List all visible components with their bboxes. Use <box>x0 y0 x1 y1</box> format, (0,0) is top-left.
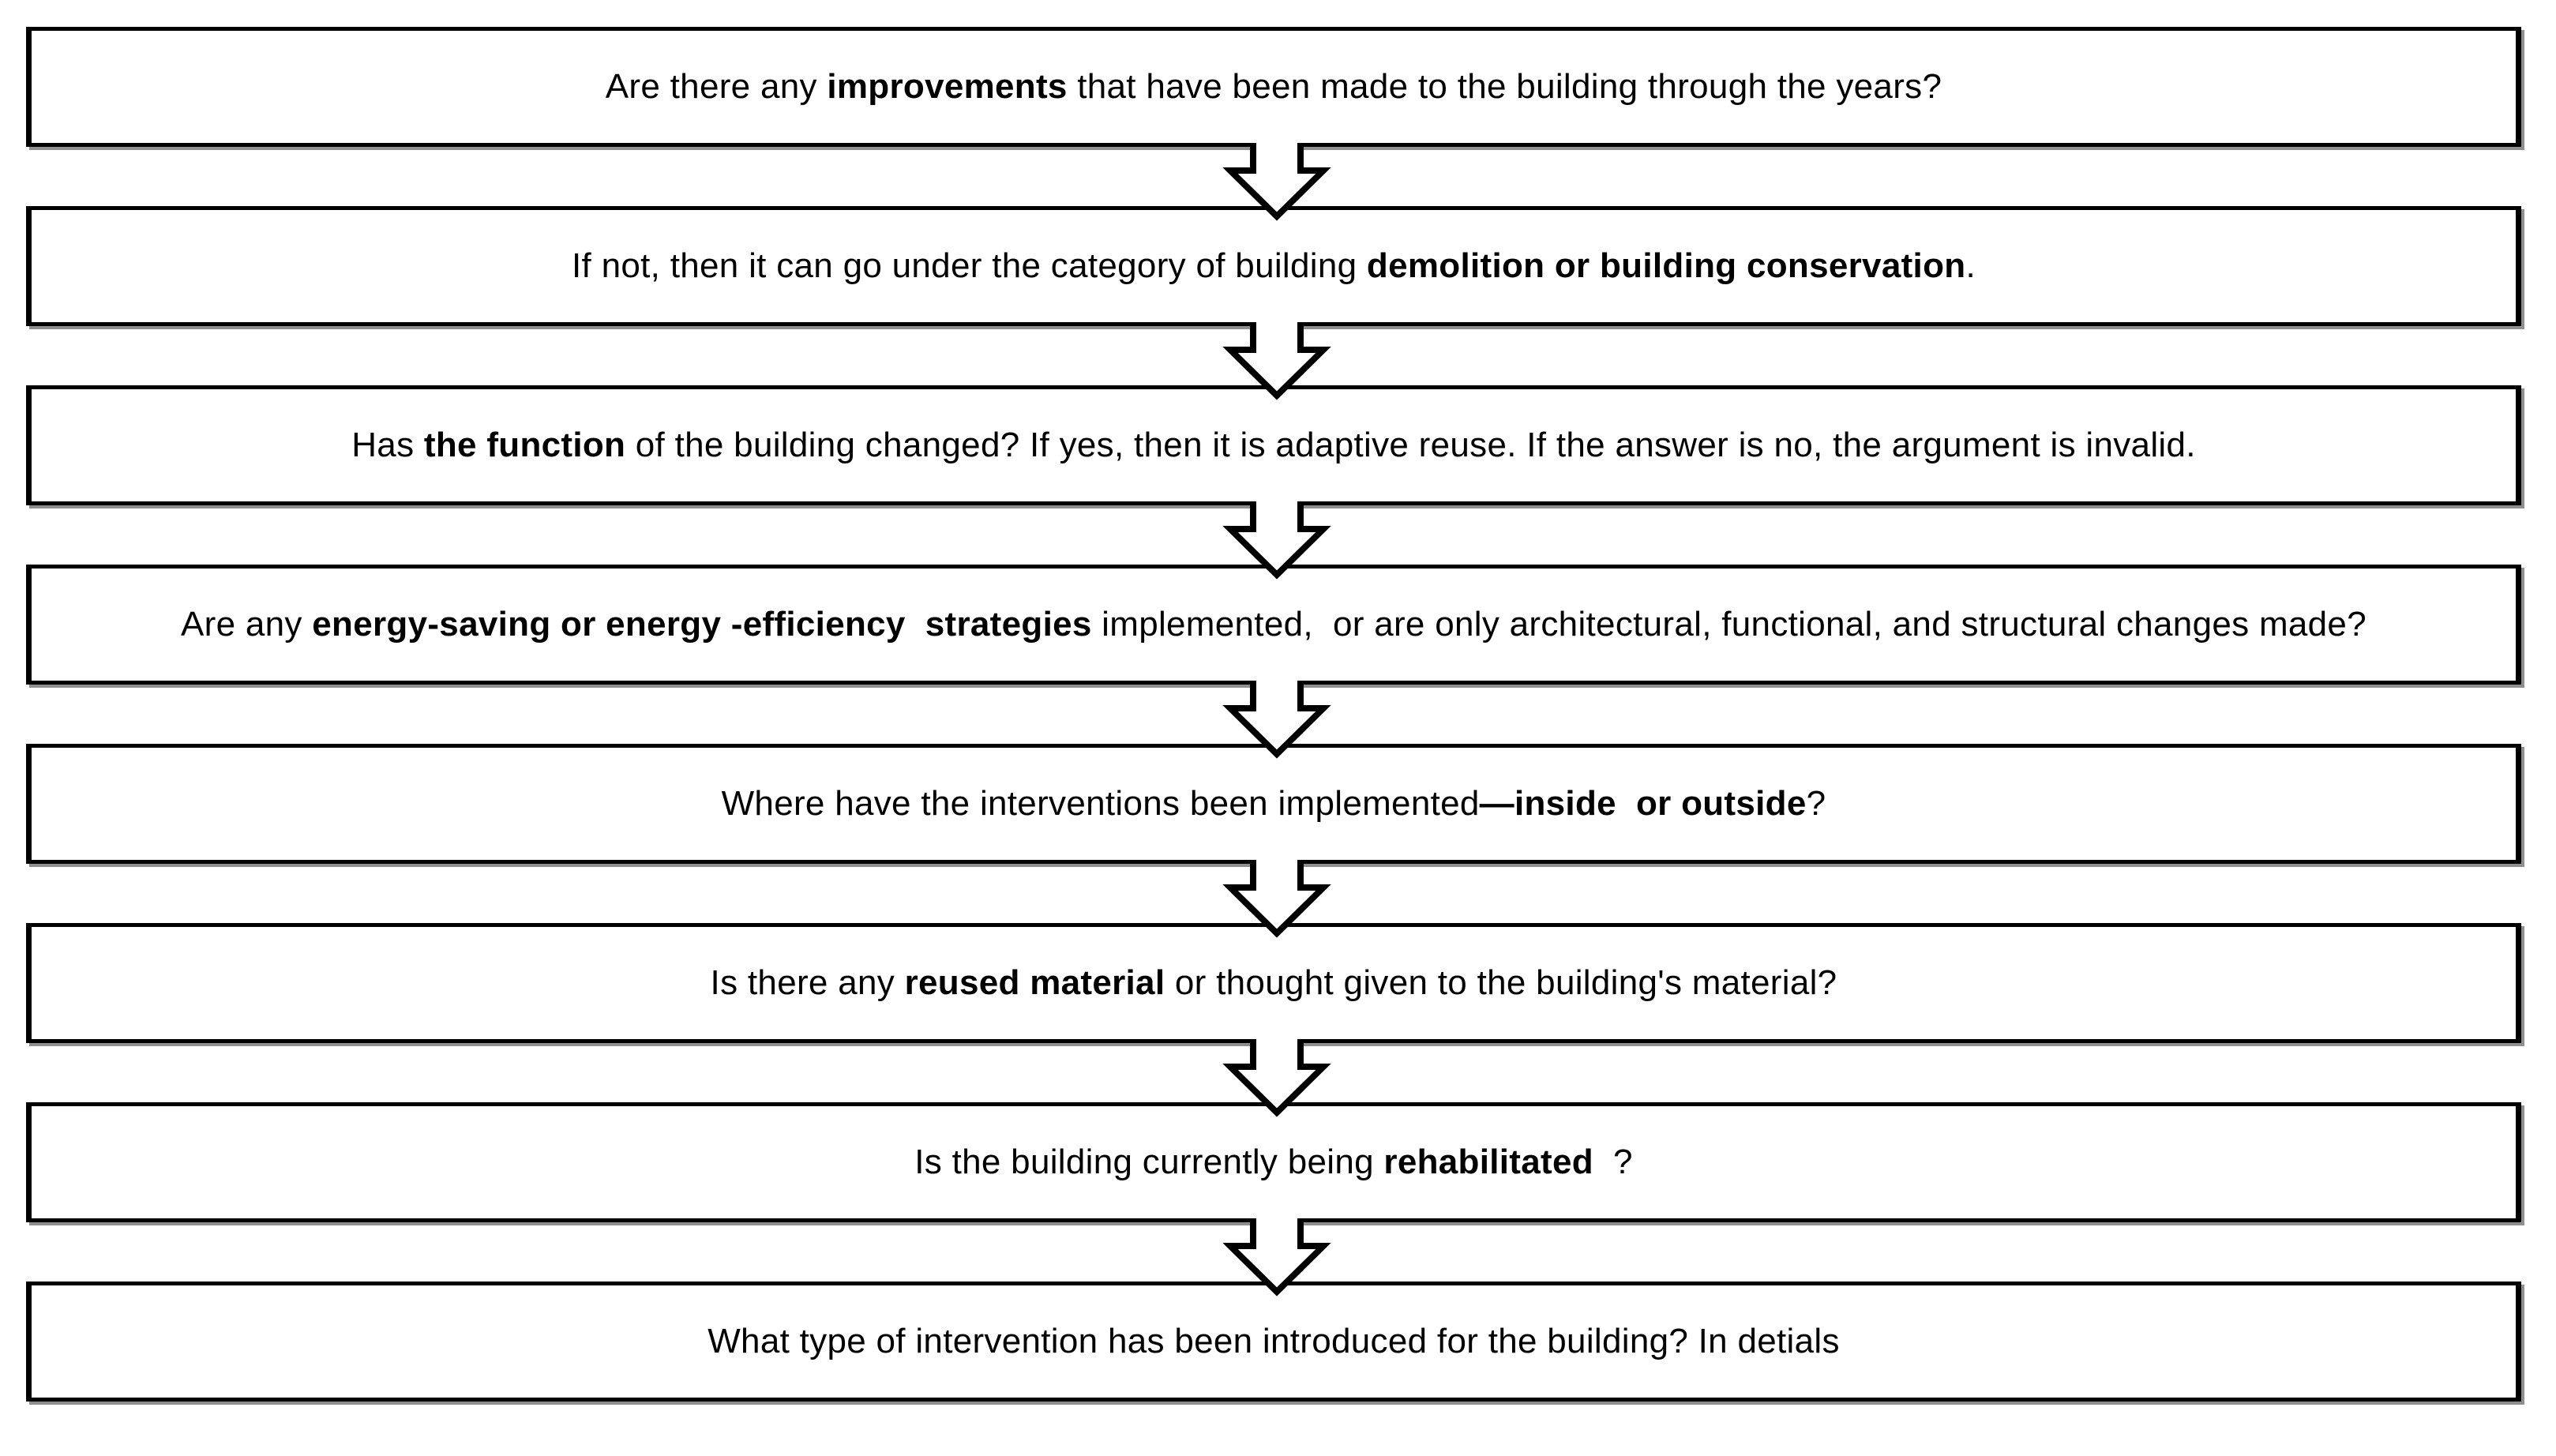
text-segment: Has <box>351 425 424 464</box>
emphasis-text: energy-saving or energy -efficiency stra… <box>312 604 1092 644</box>
text-segment: What type of intervention has been intro… <box>707 1321 1840 1360</box>
text-segment: implemented, or are only architectural, … <box>1091 604 2366 644</box>
flow-box-3-text: Has the function of the building changed… <box>332 426 2215 466</box>
text-segment: Is there any <box>710 963 905 1002</box>
text-segment: of the building changed? If yes, then it… <box>625 425 2196 464</box>
flow-box-2-text: If not, then it can go under the categor… <box>553 246 1995 287</box>
text-segment: ? <box>1593 1142 1633 1181</box>
text-segment: If not, then it can go under the categor… <box>572 246 1367 285</box>
flow-box-3: Has the function of the building changed… <box>26 385 2521 505</box>
flow-box-8: What type of intervention has been intro… <box>26 1282 2521 1402</box>
flow-box-4: Are any energy-saving or energy -efficie… <box>26 565 2521 685</box>
emphasis-text: —inside or outside <box>1479 783 1807 823</box>
flow-box-7: Is the building currently being rehabili… <box>26 1102 2521 1222</box>
flow-box-8-text: What type of intervention has been intro… <box>689 1322 1859 1362</box>
emphasis-text: improvements <box>827 66 1068 106</box>
text-segment: that have been made to the building thro… <box>1067 66 1942 106</box>
flow-box-1-text: Are there any improvements that have bee… <box>587 67 1961 107</box>
flow-box-5: Where have the interventions been implem… <box>26 744 2521 864</box>
emphasis-text: reused material <box>904 963 1165 1002</box>
emphasis-text: rehabilitated <box>1383 1142 1593 1181</box>
text-segment: Where have the interventions been implem… <box>721 783 1480 823</box>
text-segment: . <box>1965 246 1976 285</box>
flow-box-5-text: Where have the interventions been implem… <box>703 784 1845 824</box>
text-segment: Are there any <box>605 66 828 106</box>
text-segment: Are any <box>181 604 313 644</box>
flow-box-2: If not, then it can go under the categor… <box>26 206 2521 326</box>
emphasis-text: demolition or building conservation <box>1366 246 1966 285</box>
flow-box-1: Are there any improvements that have bee… <box>26 27 2521 147</box>
flow-box-6: Is there any reused material or thought … <box>26 923 2521 1043</box>
text-segment: Is the building currently being <box>914 1142 1384 1181</box>
flow-box-6-text: Is there any reused material or thought … <box>692 963 1856 1004</box>
flow-box-7-text: Is the building currently being rehabili… <box>895 1143 1652 1183</box>
flow-box-4-text: Are any energy-saving or energy -efficie… <box>162 605 2385 645</box>
text-segment: or thought given to the building's mater… <box>1165 963 1837 1002</box>
emphasis-text: the function <box>423 425 626 464</box>
text-segment: ? <box>1806 783 1826 823</box>
